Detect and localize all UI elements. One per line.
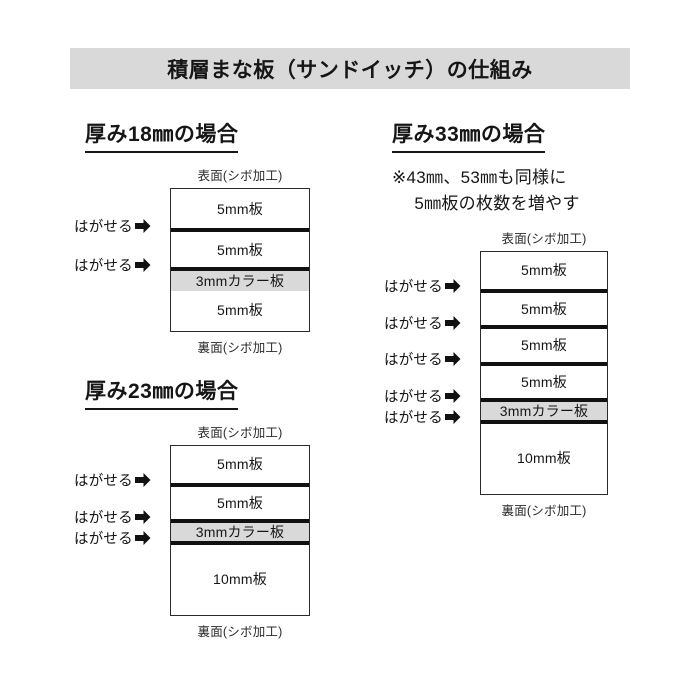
note-thickness-33: ※43㎜、53㎜も同様に 5㎜板の枚数を増やす	[392, 168, 580, 214]
layer-label: 10mm板	[213, 571, 267, 588]
right-arrow-icon	[134, 473, 151, 488]
right-arrow-icon	[444, 279, 461, 294]
peel-annotation-thickness-33-4: はがせる	[384, 385, 461, 406]
layer-thickness-33-3: 5mm板	[481, 361, 607, 398]
stack-box-thickness-33: 5mm板 5mm板 5mm板 5mm板 3mmカラー板 10mm板	[480, 251, 608, 495]
right-arrow-icon	[134, 218, 151, 233]
stack-group-thickness-33: 表面(シボ加工) 5mm板 5mm板 5mm板 5mm板 3mmカラー板 10mm板裏面(シ…	[480, 228, 608, 519]
stack-box-thickness-23: 5mm板 5mm板 3mmカラー板 10mm板	[170, 445, 310, 616]
stack-group-thickness-23: 表面(シボ加工) 5mm板 5mm板 3mmカラー板 10mm板裏面(シボ加工)	[170, 422, 310, 640]
peel-annotation-thickness-23-3: はがせる	[74, 528, 151, 549]
right-arrow-icon	[134, 531, 151, 546]
peel-label: はがせる	[384, 352, 443, 369]
layer-label: 5mm板	[217, 456, 263, 473]
page-title: 積層まな板（サンドイッチ）の仕組み	[167, 58, 533, 82]
peel-annotation-thickness-33-1: はがせる	[384, 276, 461, 297]
layer-label: 5mm板	[521, 337, 567, 354]
top-face-label-thickness-23: 表面(シボ加工)	[197, 426, 283, 440]
bottom-face-label-thickness-18: 裏面(シボ加工)	[197, 341, 283, 355]
right-arrow-icon	[444, 352, 461, 367]
layer-label: 10mm板	[517, 450, 571, 467]
layer-thickness-33-5: 10mm板	[481, 419, 607, 493]
layer-label: 3mmカラー板	[195, 273, 285, 290]
layer-thickness-18-0: 5mm板	[171, 189, 309, 229]
peel-annotation-thickness-23-2: はがせる	[74, 506, 151, 527]
peel-label: はがせる	[384, 389, 443, 406]
peel-annotation-thickness-33-5: はがせる	[384, 407, 461, 428]
layer-label: 3mmカラー板	[499, 402, 589, 419]
peel-label: はがせる	[384, 316, 443, 333]
right-arrow-icon	[444, 388, 461, 403]
peel-label: はがせる	[74, 531, 133, 548]
bottom-face-label-thickness-23: 裏面(シボ加工)	[197, 625, 283, 639]
peel-label: はがせる	[384, 279, 443, 296]
peel-annotation-thickness-18-2: はがせる	[74, 254, 151, 275]
layer-thickness-33-1: 5mm板	[481, 288, 607, 325]
peel-label: はがせる	[74, 258, 133, 275]
peel-annotation-thickness-23-1: はがせる	[74, 470, 151, 491]
section-heading-thickness-33: 厚み33㎜の場合	[392, 118, 546, 153]
page-title-bar: 積層まな板（サンドイッチ）の仕組み	[70, 48, 630, 89]
stack-box-thickness-18: 5mm板 5mm板 3mmカラー板 5mm板	[170, 188, 310, 332]
section-heading-thickness-18: 厚み18㎜の場合	[85, 118, 239, 153]
layer-thickness-33-2: 5mm板	[481, 325, 607, 362]
peel-label: はがせる	[74, 473, 133, 490]
layer-thickness-18-3: 5mm板	[171, 290, 309, 330]
layer-label: 3mmカラー板	[195, 523, 285, 540]
right-arrow-icon	[444, 410, 461, 425]
layer-thickness-18-1: 5mm板	[171, 228, 309, 268]
layer-label: 5mm板	[521, 373, 567, 390]
peel-annotation-thickness-33-3: はがせる	[384, 349, 461, 370]
peel-label: はがせる	[384, 410, 443, 427]
section-heading-thickness-23: 厚み23㎜の場合	[85, 375, 239, 410]
layer-thickness-23-2: 3mmカラー板	[171, 519, 309, 541]
layer-thickness-23-0: 5mm板	[171, 446, 309, 483]
layer-thickness-23-3: 10mm板	[171, 540, 309, 614]
layer-label: 5mm板	[217, 200, 263, 217]
layer-label: 5mm板	[521, 262, 567, 279]
layer-thickness-18-2: 3mmカラー板	[171, 267, 309, 291]
top-face-label-thickness-33: 表面(シボ加工)	[501, 232, 587, 246]
layer-thickness-33-4: 3mmカラー板	[481, 398, 607, 420]
peel-label: はがせる	[74, 510, 133, 527]
layer-label: 5mm板	[217, 241, 263, 258]
peel-annotation-thickness-18-1: はがせる	[74, 215, 151, 236]
stack-group-thickness-18: 表面(シボ加工) 5mm板 5mm板 3mmカラー板 5mm板裏面(シボ加工)	[170, 165, 310, 356]
top-face-label-thickness-18: 表面(シボ加工)	[197, 169, 283, 183]
layer-thickness-33-0: 5mm板	[481, 252, 607, 289]
layer-thickness-23-1: 5mm板	[171, 482, 309, 520]
right-arrow-icon	[134, 257, 151, 272]
peel-annotation-thickness-33-2: はがせる	[384, 312, 461, 333]
bottom-face-label-thickness-33: 裏面(シボ加工)	[501, 504, 587, 518]
layer-label: 5mm板	[217, 302, 263, 319]
right-arrow-icon	[134, 509, 151, 524]
layer-label: 5mm板	[521, 300, 567, 317]
peel-label: はがせる	[74, 219, 133, 236]
right-arrow-icon	[444, 315, 461, 330]
layer-label: 5mm板	[217, 494, 263, 511]
